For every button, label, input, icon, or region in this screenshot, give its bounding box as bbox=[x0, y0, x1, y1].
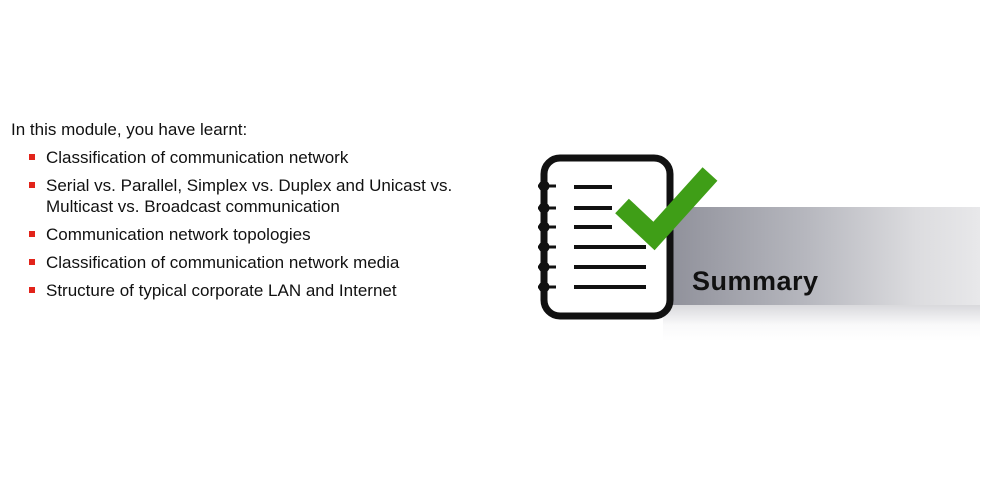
spiral-rings bbox=[538, 180, 556, 293]
spiral-notebook-icon bbox=[538, 154, 718, 320]
bullet-item: Communication network topologies bbox=[28, 224, 508, 245]
checkmark-icon bbox=[615, 167, 718, 251]
intro-text: In this module, you have learnt: bbox=[11, 120, 248, 139]
banner-reflection bbox=[663, 305, 980, 341]
bullet-item: Structure of typical corporate LAN and I… bbox=[28, 280, 508, 301]
bullet-marker bbox=[29, 182, 35, 188]
bullet-item: Classification of communication network … bbox=[28, 252, 508, 273]
summary-bullet-list: Classification of communication network … bbox=[28, 147, 508, 308]
summary-banner bbox=[663, 207, 980, 305]
banner-title: Summary bbox=[692, 266, 819, 296]
bullet-item: Serial vs. Parallel, Simplex vs. Duplex … bbox=[28, 175, 508, 217]
bullet-text: Classification of communication network bbox=[46, 148, 349, 167]
bullet-text: Serial vs. Parallel, Simplex vs. Duplex … bbox=[46, 176, 453, 216]
bullet-item: Classification of communication network bbox=[28, 147, 508, 168]
bullet-text: Structure of typical corporate LAN and I… bbox=[46, 281, 397, 300]
bullet-marker bbox=[29, 154, 35, 160]
bullet-marker bbox=[29, 259, 35, 265]
bullet-marker bbox=[29, 287, 35, 293]
bullet-text: Classification of communication network … bbox=[46, 253, 400, 272]
bullet-text: Communication network topologies bbox=[46, 225, 311, 244]
bullet-marker bbox=[29, 231, 35, 237]
notebook-lines bbox=[574, 185, 646, 289]
